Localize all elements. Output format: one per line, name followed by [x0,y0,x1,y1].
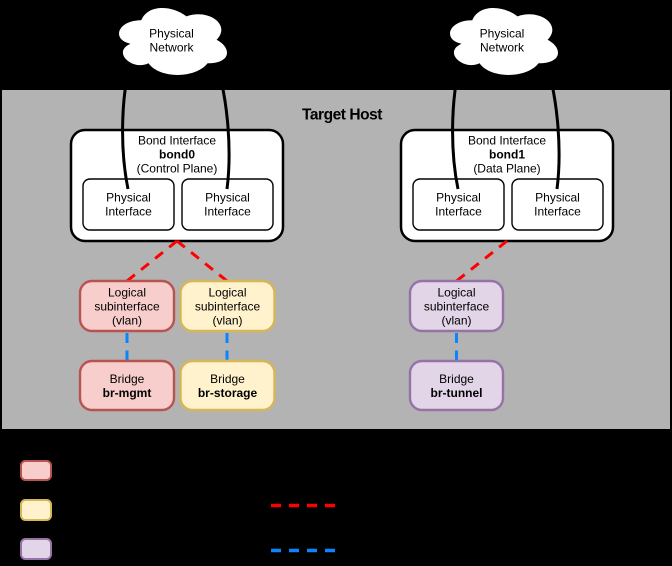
svg-text:bond1: bond1 [489,148,525,162]
svg-text:Physical: Physical [106,191,151,205]
svg-text:(vlan): (vlan) [212,314,242,328]
svg-text:Target Host: Target Host [302,107,382,124]
svg-text:Interface: Interface [204,205,251,219]
svg-text:Bridge: Bridge [210,372,245,386]
svg-text:subinterface: subinterface [94,300,160,314]
svg-text:Physical: Physical [480,27,525,41]
svg-text:Bond Interface: Bond Interface [468,134,546,148]
svg-text:(Data Plane): (Data Plane) [473,162,540,176]
svg-text:br-tunnel: br-tunnel [431,386,483,400]
svg-text:br-mgmt: br-mgmt [103,386,152,400]
svg-text:Interface: Interface [105,205,152,219]
svg-text:(Control Plane): (Control Plane) [137,162,218,176]
svg-text:Physical: Physical [205,191,250,205]
svg-text:Physical: Physical [149,27,194,41]
svg-text:br-storage: br-storage [198,386,258,400]
svg-text:Physical: Physical [535,191,580,205]
svg-text:Bridge: Bridge [110,372,145,386]
svg-text:bond0: bond0 [159,148,195,162]
svg-text:Network: Network [149,41,194,55]
svg-text:subinterface: subinterface [424,300,490,314]
svg-text:Bridge: Bridge [439,372,474,386]
svg-text:Logical: Logical [108,286,146,300]
svg-text:(vlan): (vlan) [112,314,142,328]
svg-text:Interface: Interface [435,205,482,219]
svg-text:Network: Network [480,41,525,55]
svg-text:(vlan): (vlan) [441,314,471,328]
svg-text:Logical: Logical [208,286,246,300]
svg-text:Interface: Interface [534,205,581,219]
svg-text:subinterface: subinterface [195,300,261,314]
svg-text:Bond Interface: Bond Interface [138,134,216,148]
svg-text:Logical: Logical [437,286,475,300]
svg-text:Physical: Physical [436,191,481,205]
